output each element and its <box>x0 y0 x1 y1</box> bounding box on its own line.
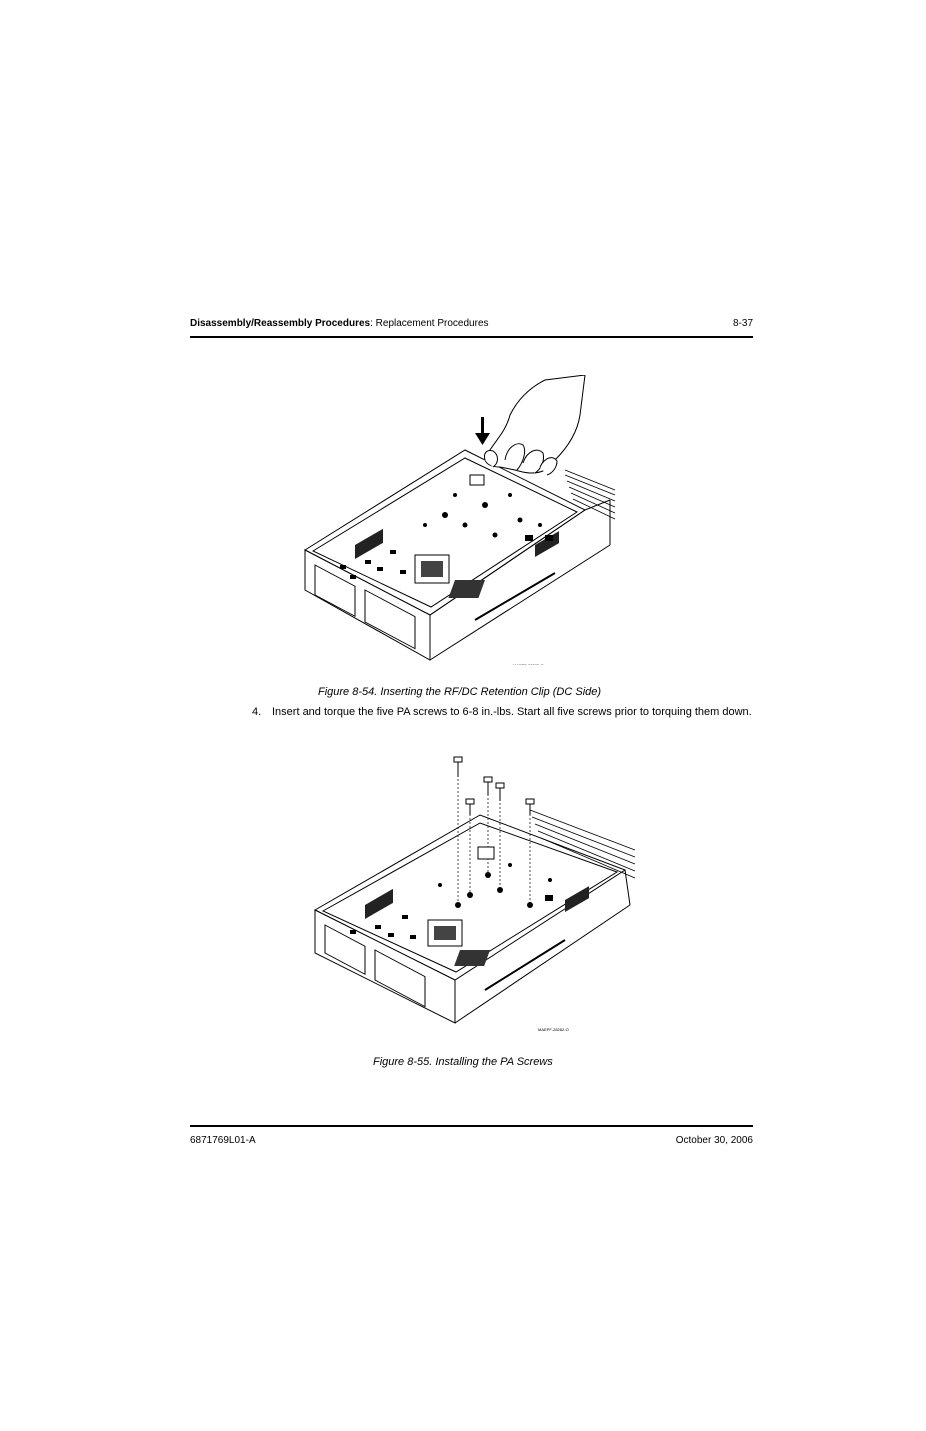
figure1-caption: Figure 8-54. Inserting the RF/DC Retenti… <box>318 686 602 698</box>
radio-chassis-with-screws-illustration: MAEPF-28282-O <box>313 756 636 1032</box>
footer-doc-number: 6871769L01-A <box>190 1135 256 1146</box>
step-text: Insert and torque the five PA screws to … <box>272 706 752 718</box>
header-section-bold: Disassembly/Reassembly Procedures <box>190 318 371 329</box>
header-page-number: 8-37 <box>732 318 753 329</box>
footer-date: October 30, 2006 <box>675 1135 753 1146</box>
figure-retention-clip: MAEPF-28283-O <box>295 374 625 668</box>
header-section-rest: : Replacement Procedures <box>370 318 489 329</box>
page-footer: 6871769L01-A October 30, 2006 <box>190 1125 753 1151</box>
step-number: 4. <box>252 706 262 718</box>
figure1-art-id: MAEPF-28283-O <box>513 663 544 665</box>
figure-pa-screws: MAEPF-28282-O <box>310 755 640 1035</box>
figure2-art-id: MAEPF-28282-O <box>538 1027 569 1032</box>
figure2-caption: Figure 8-55. Installing the PA Screws <box>373 1056 553 1068</box>
radio-chassis-with-hand-illustration: MAEPF-28283-O <box>303 374 616 668</box>
header-section-title: Disassembly/Reassembly Procedures: Repla… <box>190 318 489 329</box>
page-header: Disassembly/Reassembly Procedures: Repla… <box>190 314 753 338</box>
